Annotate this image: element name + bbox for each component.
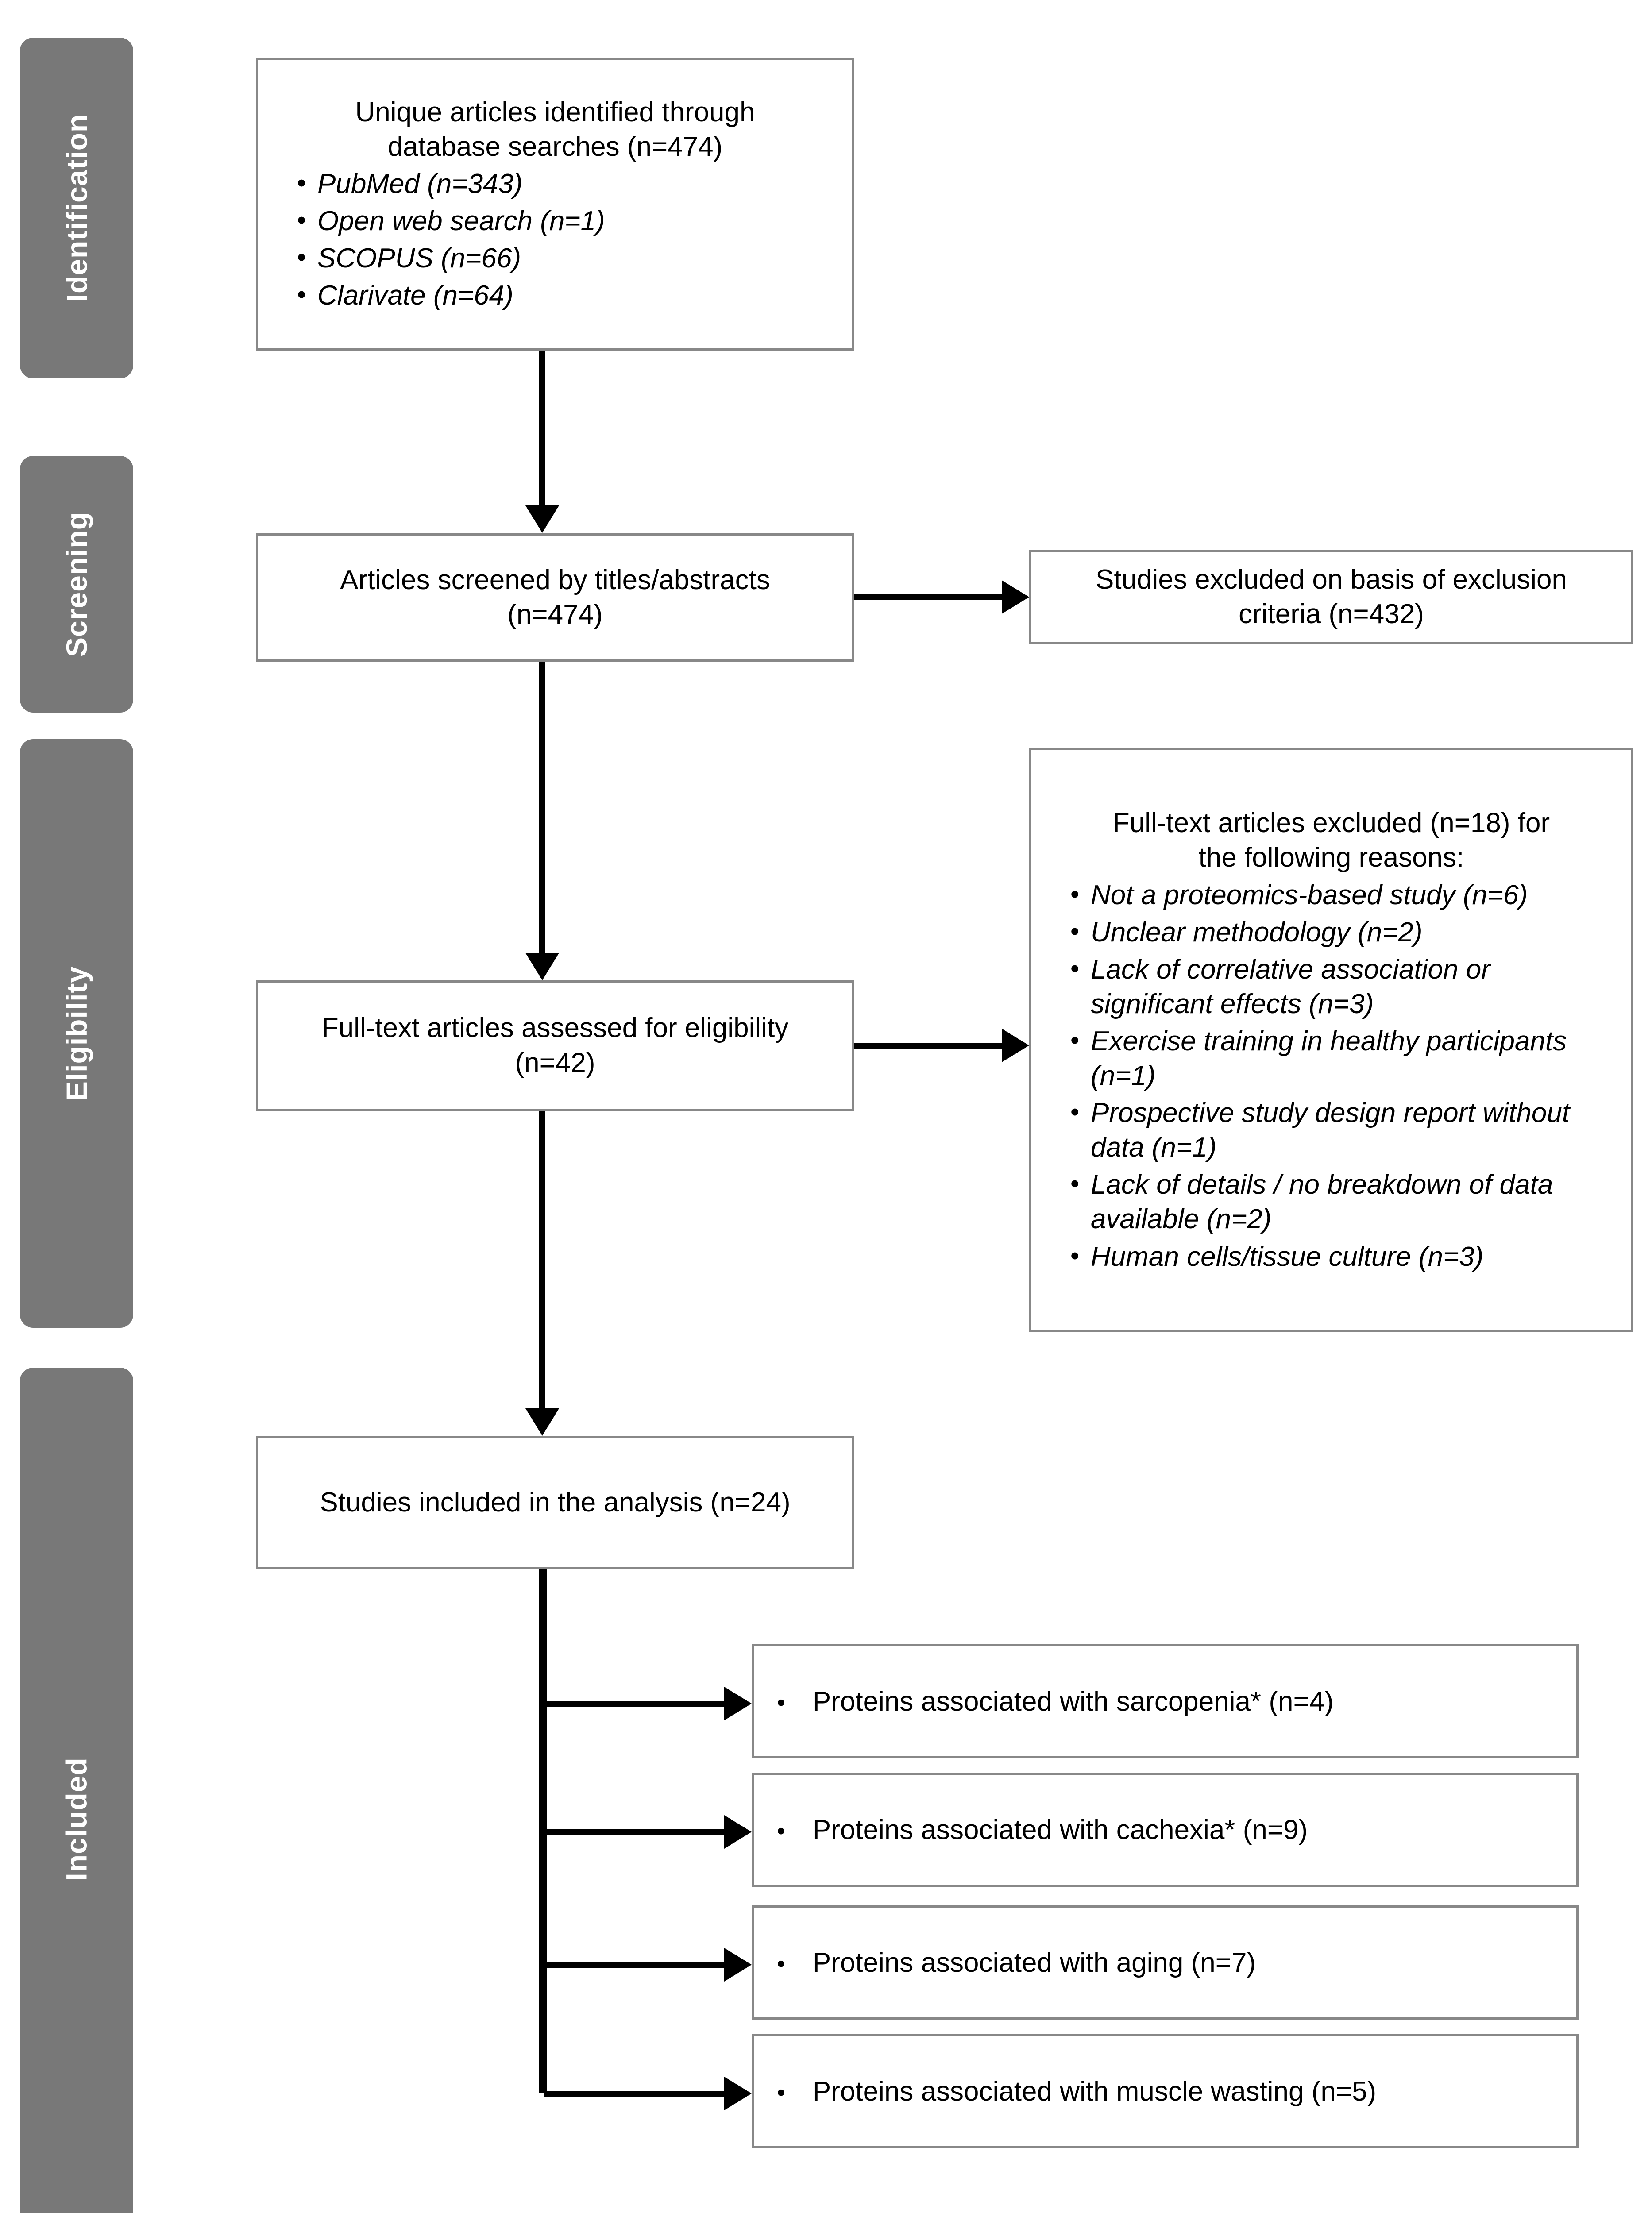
phase-bar-identification-label: Identification	[60, 114, 93, 302]
outcome-label-sarcopenia: Proteins associated with sarcopenia* (n=…	[812, 1686, 1334, 1717]
arrowhead-trunk-to-sarcopenia	[724, 1687, 752, 1720]
connector-trunk-to-aging	[544, 1962, 724, 1968]
list-item: Exercise training in healthy participant…	[1070, 1024, 1613, 1093]
box-eligibility: Full-text articles assessed for eligibil…	[256, 980, 854, 1111]
arrowhead-trunk-to-cachexia	[724, 1815, 752, 1849]
list-item: PubMed (n=343)	[297, 167, 834, 201]
arrowhead-eligibility-to-excluded	[1002, 1029, 1029, 1062]
connector-screening-to-excluded	[854, 594, 1002, 600]
phase-bar-screening: Screening	[20, 456, 133, 713]
box-eligibility-excluded: Full-text articles excluded (n=18) for t…	[1029, 748, 1633, 1332]
outcome-label-aging: Proteins associated with aging (n=7)	[812, 1947, 1256, 1978]
list-item: Not a proteomics-based study (n=6)	[1070, 878, 1613, 913]
list-item: Human cells/tissue culture (n=3)	[1070, 1240, 1613, 1274]
arrowhead-trunk-to-muscle-wasting	[724, 2077, 752, 2110]
phase-bar-screening-label: Screening	[60, 511, 93, 657]
box-identification-title: Unique articles identified through datab…	[355, 96, 755, 162]
list-item: Clarivate (n=64)	[297, 278, 834, 313]
box-eligibility-title: Full-text articles assessed for eligibil…	[321, 1013, 789, 1078]
phase-bar-included-label: Included	[60, 1757, 93, 1881]
identification-source-list: PubMed (n=343) Open web search (n=1) SCO…	[258, 164, 852, 313]
outcome-box-sarcopenia: • Proteins associated with sarcopenia* (…	[752, 1644, 1579, 1758]
arrowhead-screening-to-eligibility	[525, 953, 559, 980]
connector-eligibility-to-included	[539, 1111, 545, 1408]
box-identification: Unique articles identified through datab…	[256, 58, 854, 351]
connector-identification-to-screening	[539, 351, 545, 505]
box-screening-excluded: Studies excluded on basis of exclusion c…	[1029, 550, 1633, 644]
phase-bar-identification: Identification	[20, 38, 133, 378]
outcome-line-muscle-wasting: • Proteins associated with muscle wastin…	[754, 2076, 1376, 2107]
outcome-box-aging: • Proteins associated with aging (n=7)	[752, 1905, 1579, 2020]
box-screening: Articles screened by titles/abstracts (n…	[256, 533, 854, 662]
list-item: Unclear methodology (n=2)	[1070, 915, 1613, 950]
bullet-icon: •	[777, 1689, 785, 1716]
box-screening-title: Articles screened by titles/abstracts (n…	[340, 564, 770, 630]
list-item: Open web search (n=1)	[297, 204, 834, 239]
connector-trunk-to-cachexia	[544, 1829, 724, 1835]
connector-screening-to-eligibility	[539, 662, 545, 953]
outcome-label-cachexia: Proteins associated with cachexia* (n=9)	[812, 1814, 1308, 1845]
eligibility-exclusion-reason-list: Not a proteomics-based study (n=6) Uncle…	[1031, 875, 1631, 1274]
arrowhead-eligibility-to-included	[525, 1408, 559, 1436]
outcome-line-aging: • Proteins associated with aging (n=7)	[754, 1947, 1256, 1978]
box-included-title: Studies included in the analysis (n=24)	[320, 1487, 791, 1518]
outcome-label-muscle-wasting: Proteins associated with muscle wasting …	[812, 2076, 1377, 2107]
list-item: Lack of details / no breakdown of data a…	[1070, 1168, 1613, 1237]
box-eligibility-excluded-title: Full-text articles excluded (n=18) for t…	[1112, 808, 1550, 873]
outcome-line-cachexia: • Proteins associated with cachexia* (n=…	[754, 1814, 1308, 1846]
list-item: Lack of correlative association or signi…	[1070, 952, 1613, 1022]
phase-bar-included: Included	[20, 1368, 133, 2213]
arrowhead-screening-to-excluded	[1002, 580, 1029, 614]
outcome-box-cachexia: • Proteins associated with cachexia* (n=…	[752, 1773, 1579, 1887]
outcome-line-sarcopenia: • Proteins associated with sarcopenia* (…	[754, 1686, 1334, 1717]
connector-trunk-to-muscle-wasting	[544, 2091, 724, 2097]
arrowhead-identification-to-screening	[525, 505, 559, 533]
connector-trunk-to-sarcopenia	[544, 1701, 724, 1707]
bullet-icon: •	[777, 1950, 785, 1977]
bullet-icon: •	[777, 1817, 785, 1844]
bullet-icon: •	[777, 2079, 785, 2106]
phase-bar-eligibility: Eligibility	[20, 739, 133, 1328]
list-item: SCOPUS (n=66)	[297, 241, 834, 276]
list-item: Prospective study design report without …	[1070, 1096, 1613, 1165]
arrowhead-trunk-to-aging	[724, 1948, 752, 1982]
connector-eligibility-to-excluded	[854, 1043, 1002, 1049]
phase-bar-eligibility-label: Eligibility	[60, 966, 93, 1101]
outcome-box-muscle-wasting: • Proteins associated with muscle wastin…	[752, 2034, 1579, 2148]
box-included: Studies included in the analysis (n=24)	[256, 1436, 854, 1569]
box-screening-excluded-title: Studies excluded on basis of exclusion c…	[1096, 564, 1567, 629]
